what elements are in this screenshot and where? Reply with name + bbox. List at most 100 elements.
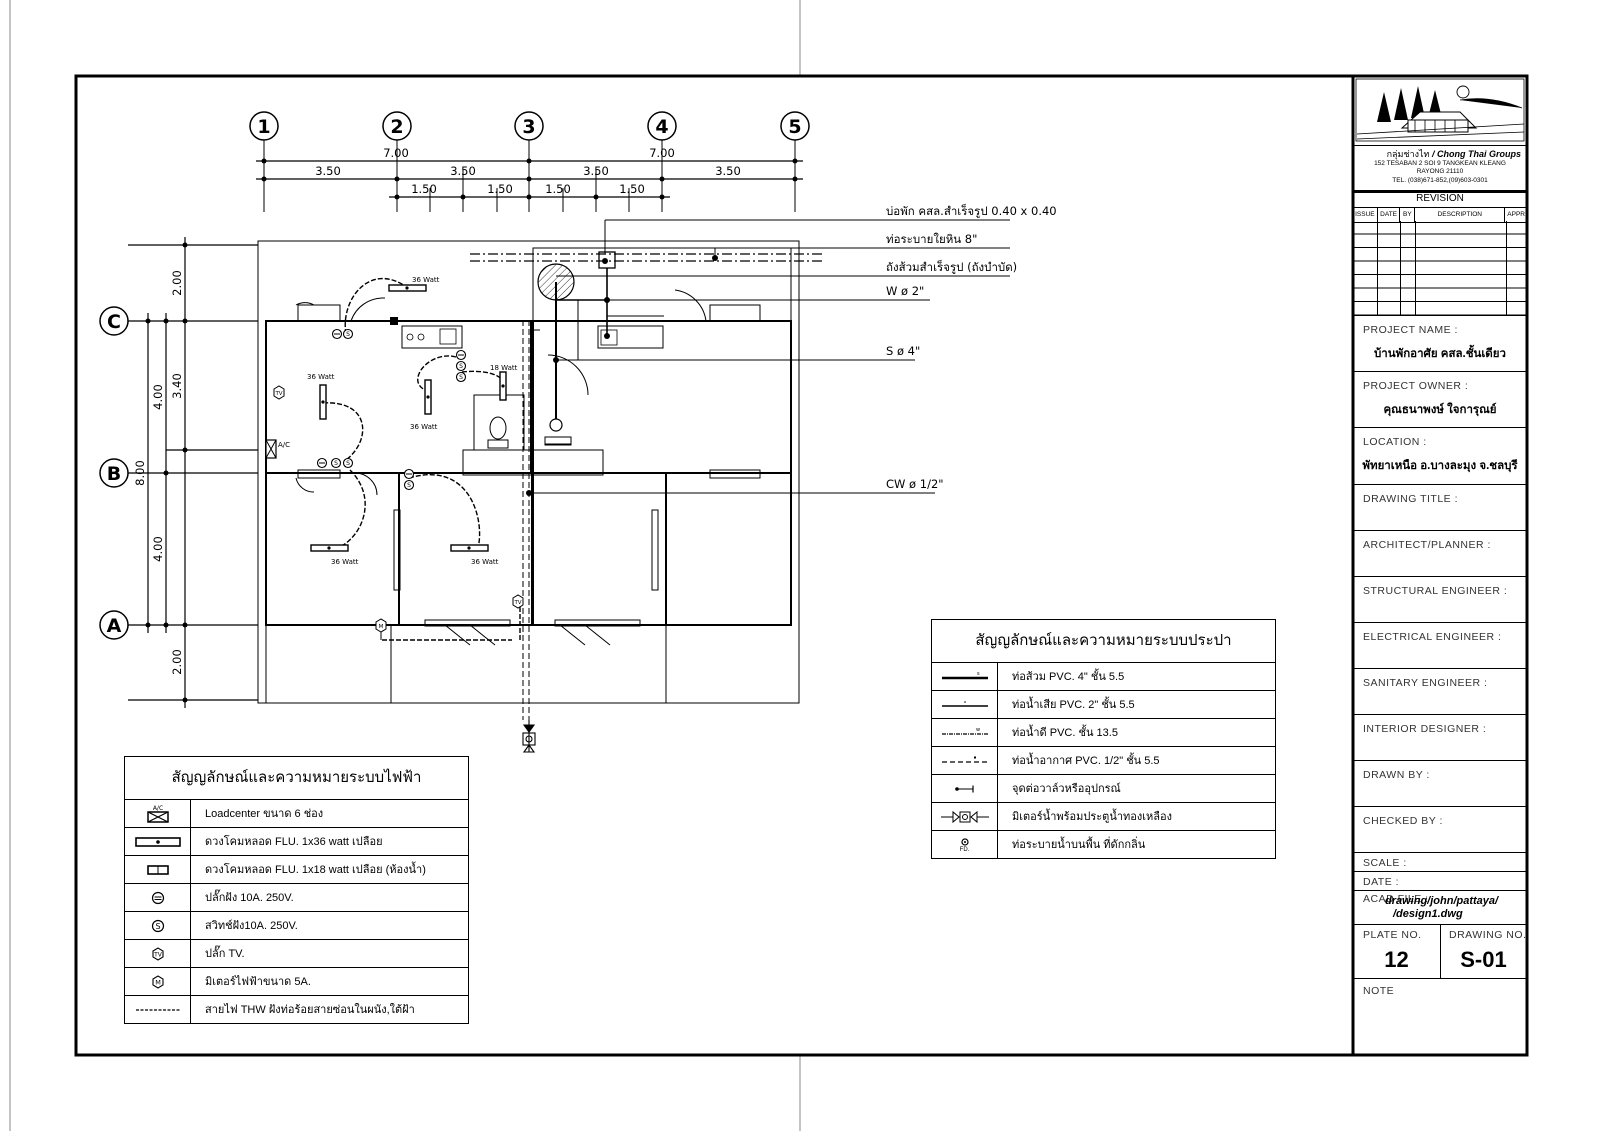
electrical-legend: สัญญลักษณ์และความหมายระบบไฟฟ้า A/C Loadc… — [124, 756, 469, 1024]
drawing-no-label: DRAWING NO. — [1449, 929, 1527, 941]
lamp-label-5: 36 Watt — [331, 558, 359, 566]
electrical-wiring — [322, 277, 521, 641]
dim-3-50-a: 3.50 — [315, 164, 341, 178]
plate-no-label: PLATE NO. — [1363, 929, 1422, 941]
svg-text:TV: TV — [274, 391, 282, 397]
location-label: LOCATION : — [1363, 436, 1427, 448]
rev-col-description: DESCRIPTION — [1415, 208, 1506, 222]
rev-col-appr: APPR — [1507, 211, 1525, 218]
dim-1-50-d: 1.50 — [619, 182, 645, 196]
legend-label-switch: สวิทช์ฝัง10A. 250V. — [205, 920, 298, 932]
legend-row-pvc-clean: w ท่อน้ำดี PVC. ชั้น 13.5 — [932, 719, 1275, 747]
electrical-legend-title: สัญญลักษณ์และความหมายระบบไฟฟ้า — [125, 757, 468, 800]
tb-sanitary: SANITARY ENGINEER : — [1353, 669, 1527, 715]
tb-drawn-by: DRAWN BY : — [1353, 761, 1527, 807]
callout-leaders — [529, 219, 1010, 494]
acad-file-label: ACAD FILE : — [1363, 893, 1429, 905]
outlet-bars — [319, 333, 464, 475]
scale-label: SCALE : — [1363, 857, 1407, 869]
fluorescent-18w-symbol — [146, 864, 169, 875]
tb-project-owner: PROJECT OWNER : คุณธนาพงษ์ ใจการุณย์ — [1353, 372, 1527, 428]
tb-scale: SCALE : — [1353, 853, 1527, 872]
legend-row-switch: S สวิทช์ฝัง10A. 250V. — [125, 912, 468, 940]
tb-acad-file: ACAD FILE : drawing/john/pattaya/ /desig… — [1353, 891, 1527, 925]
plumbing-legend-title: สัญญลักษณ์และความหมายระบบประปา — [932, 620, 1275, 663]
legend-label-wire: สายไฟ THW ฝังท่อร้อยสายซ่อนในผนัง,ใต้ฝ้า — [205, 1004, 415, 1016]
loadcenter-symbol: A/C — [146, 805, 169, 823]
lamp-label-6: 36 Watt — [471, 558, 499, 566]
company-logo — [1355, 78, 1525, 142]
tb-electrical: ELECTRICAL ENGINEER : — [1353, 623, 1527, 669]
grid-row-a: A — [107, 615, 122, 637]
legend-label-tv: ปลั๊ก TV. — [205, 948, 245, 960]
callout-drain-pipe: ท่อระบายใยหิน 8" — [886, 232, 977, 246]
legend-row-valve-point: จุดต่อวาล์วหรืออุปกรณ์ — [932, 775, 1275, 803]
grid-col-2: 2 — [390, 116, 403, 138]
svg-text:A/C: A/C — [152, 805, 162, 812]
legend-label-loadcenter: Loadcenter ขนาด 6 ช่อง — [205, 808, 324, 820]
pvc-air-symbol — [941, 756, 988, 763]
drawn-by-label: DRAWN BY : — [1363, 769, 1430, 781]
company-name-th: กลุ่มช่างไท — [1386, 149, 1430, 159]
legend-label-outlet: ปลั๊กฝัง 10A. 250V. — [205, 892, 294, 904]
tb-interior: INTERIOR DESIGNER : — [1353, 715, 1527, 761]
pvc-2-symbol — [941, 700, 988, 707]
project-name-label: PROJECT NAME : — [1363, 324, 1458, 336]
lamp-label-2: 36 Watt — [307, 373, 335, 381]
outlet-symbol — [151, 891, 164, 904]
revision-rows — [1353, 221, 1527, 316]
plumbing-nodes — [526, 255, 718, 496]
callout-cw-1-2: CW ø 1/2" — [886, 477, 944, 491]
legend-label-pvc-clean: ท่อน้ำดี PVC. ชั้น 13.5 — [1012, 727, 1118, 739]
drawing-no-value: S-01 — [1460, 947, 1507, 972]
legend-label-pvc-air: ท่อน้ำอากาศ PVC. 1/2" ชั้น 5.5 — [1012, 755, 1160, 767]
dim-7-00-right: 7.00 — [649, 146, 675, 160]
legend-row-flu-18: ดวงโคมหลอด FLU. 1x18 watt เปลือย (ห้องน้… — [125, 856, 468, 884]
plumbing-lines — [470, 220, 823, 720]
tb-location: LOCATION : พัทยาเหนือ อ.บางละมุง จ.ชลบุร… — [1353, 428, 1527, 485]
legend-label-valve-point: จุดต่อวาล์วหรืออุปกรณ์ — [1012, 783, 1121, 795]
grid-row-b: B — [107, 463, 121, 485]
floor-drain-mark — [549, 418, 563, 432]
tv-meter-markers — [273, 385, 524, 633]
legend-label-meter: มิเตอร์ไฟฟ้าขนาด 5A. — [205, 976, 311, 988]
meter-symbol: M — [151, 974, 164, 989]
date-label: DATE : — [1363, 876, 1400, 888]
dim-7-00-left: 7.00 — [383, 146, 409, 160]
valve-point-symbol — [954, 785, 974, 792]
rev-col-date: DATE — [1378, 208, 1401, 222]
legend-row-meter: M มิเตอร์ไฟฟ้าขนาด 5A. — [125, 968, 468, 996]
svg-text:TV: TV — [513, 600, 521, 606]
left-dimension-ticks — [145, 242, 188, 703]
tb-checked-by: CHECKED BY : — [1353, 807, 1527, 853]
grid-col-1: 1 — [257, 116, 270, 138]
floor-drain-code: FD. — [959, 846, 970, 853]
tb-plate-drawing-no: PLATE NO. DRAWING NO. 12 S-01 — [1353, 925, 1527, 979]
grid-row-bubbles: C B A — [99, 306, 129, 640]
company-address-2: RAYONG 21110 — [1416, 168, 1464, 175]
architect-label: ARCHITECT/PLANNER : — [1363, 539, 1491, 551]
tb-date: DATE : — [1353, 872, 1527, 891]
company-info: กลุ่มช่างไท / Chong Thai Groups 152 TESA… — [1353, 145, 1527, 193]
outlets-switches — [316, 328, 467, 491]
water-meter-symbol — [940, 810, 989, 823]
company-tel: TEL. (038)671-852,(09)603-0301 — [1392, 177, 1488, 184]
fluorescent-36w-symbol — [134, 836, 181, 847]
interior-label: INTERIOR DESIGNER : — [1363, 723, 1487, 735]
dimension-ticks — [261, 158, 798, 200]
grid-col-5: 5 — [788, 116, 801, 138]
switch-symbol: S — [151, 919, 164, 932]
lamp-label-1: 36 Watt — [412, 276, 440, 284]
dim-3-50-d: 3.50 — [715, 164, 741, 178]
lamp-label-3: 36 Watt — [410, 423, 438, 431]
project-owner-value: คุณธนาพงษ์ ใจการุณย์ — [1383, 404, 1497, 416]
legend-label-floor-drain: ท่อระบายน้ำบนพื้น ที่ดักกลิ่น — [1012, 839, 1146, 851]
note-label: NOTE — [1363, 985, 1395, 997]
rev-col-issue: ISSUE — [1353, 208, 1378, 222]
legend-label-flu-36: ดวงโคมหลอด FLU. 1x36 watt เปลือย — [205, 836, 383, 848]
project-owner-label: PROJECT OWNER : — [1363, 380, 1469, 392]
legend-row-wire: สายไฟ THW ฝังท่อร้อยสายซ่อนในผนัง,ใต้ฝ้า — [125, 996, 468, 1024]
acad-file-path-2: /design1.dwg — [1393, 908, 1463, 920]
